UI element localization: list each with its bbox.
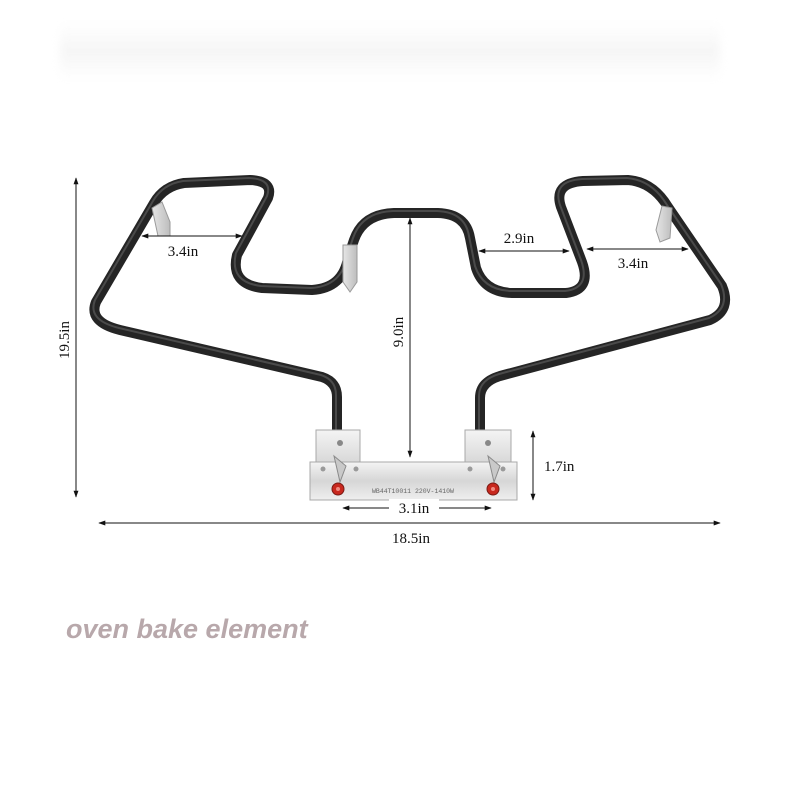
label-left-loop-width: 3.4in xyxy=(168,244,199,260)
label-overall-height: 19.5in xyxy=(57,321,73,359)
terminal-left xyxy=(331,454,347,496)
terminal-right xyxy=(486,454,501,496)
dimension-terminal-spacing: 3.1in xyxy=(342,499,492,517)
dimension-right-loop-width: 3.4in xyxy=(586,246,689,272)
label-center-loop-width: 2.9in xyxy=(504,231,535,247)
label-overall-width: 18.5in xyxy=(392,531,430,547)
dimension-left-loop-width: 3.4in xyxy=(141,233,243,260)
support-clip-left xyxy=(151,201,171,237)
label-center-depth: 9.0in xyxy=(391,316,407,347)
label-bracket-height: 1.7in xyxy=(544,459,575,475)
label-terminal-spacing: 3.1in xyxy=(399,501,430,517)
support-clip-center xyxy=(342,244,358,293)
dimension-bracket-height: 1.7in xyxy=(530,430,575,501)
faded-header xyxy=(60,22,720,82)
dimension-overall-width: 18.5in xyxy=(98,520,721,547)
support-clip-right xyxy=(655,205,673,243)
dimension-center-loop-width: 2.9in xyxy=(478,231,570,254)
plate-label: WB44T10011 220V-1410W xyxy=(372,488,454,495)
mounting-bracket: WB44T10011 220V-1410W xyxy=(309,429,518,501)
dimension-overall-height: 19.5in xyxy=(57,177,79,498)
label-right-loop-width: 3.4in xyxy=(618,256,649,272)
dimension-center-depth: 9.0in xyxy=(391,217,413,458)
product-caption: oven bake element xyxy=(66,614,308,644)
heating-element-tube xyxy=(89,175,730,437)
